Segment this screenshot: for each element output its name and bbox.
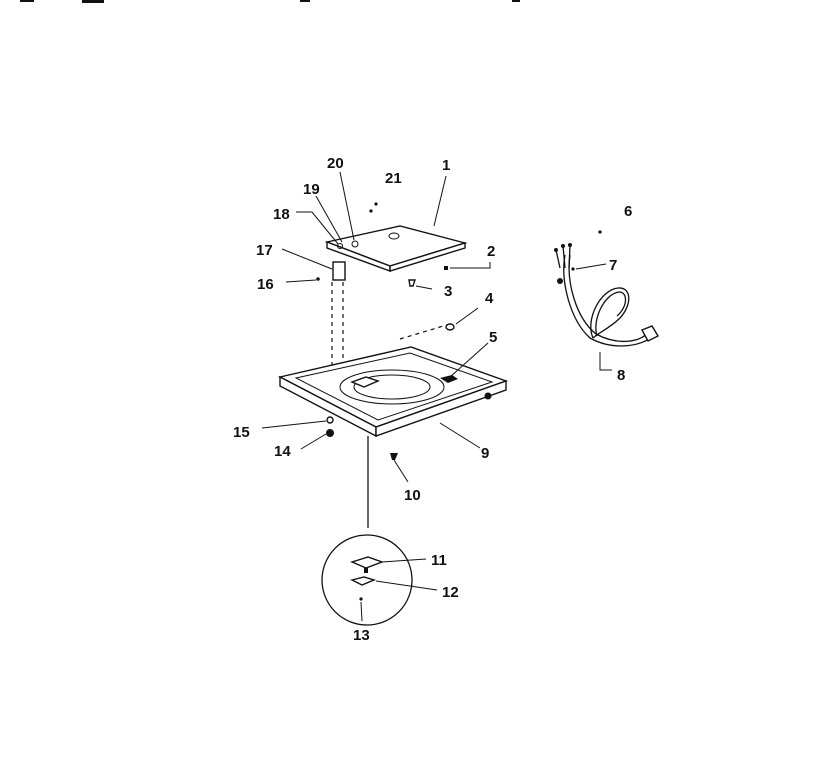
callout-19: 19: [303, 181, 320, 198]
cabinet-top: [277, 346, 509, 438]
callout-11: 11: [431, 552, 447, 569]
power-cord: [554, 243, 659, 347]
callout-15: 15: [233, 424, 250, 441]
callout-5: 5: [489, 329, 497, 346]
fasteners: [316, 202, 602, 460]
callout-6: 6: [624, 203, 632, 220]
console-panel: [324, 225, 468, 273]
callout-labels: 1 2 3 4 5 6 7 8 9 10 11 12 13 14 15 16 1…: [233, 155, 632, 644]
callout-21: 21: [385, 170, 402, 187]
callout-13: 13: [353, 627, 370, 644]
callout-2: 2: [487, 243, 495, 260]
callout-10: 10: [404, 487, 421, 504]
callout-20: 20: [327, 155, 344, 172]
callout-7: 7: [609, 257, 617, 274]
detail-circle: [321, 436, 413, 626]
callout-3: 3: [444, 283, 452, 300]
leader-lines: [261, 171, 612, 622]
callout-1: 1: [442, 157, 450, 174]
callout-17: 17: [256, 242, 273, 259]
callout-4: 4: [485, 290, 494, 307]
callout-16: 16: [257, 276, 274, 293]
bracket: [332, 261, 346, 281]
callout-18: 18: [273, 206, 290, 223]
callout-14: 14: [274, 443, 291, 460]
callout-12: 12: [442, 584, 459, 601]
callout-8: 8: [617, 367, 625, 384]
top-scan-artifacts: [20, 0, 520, 3]
callout-9: 9: [481, 445, 489, 462]
